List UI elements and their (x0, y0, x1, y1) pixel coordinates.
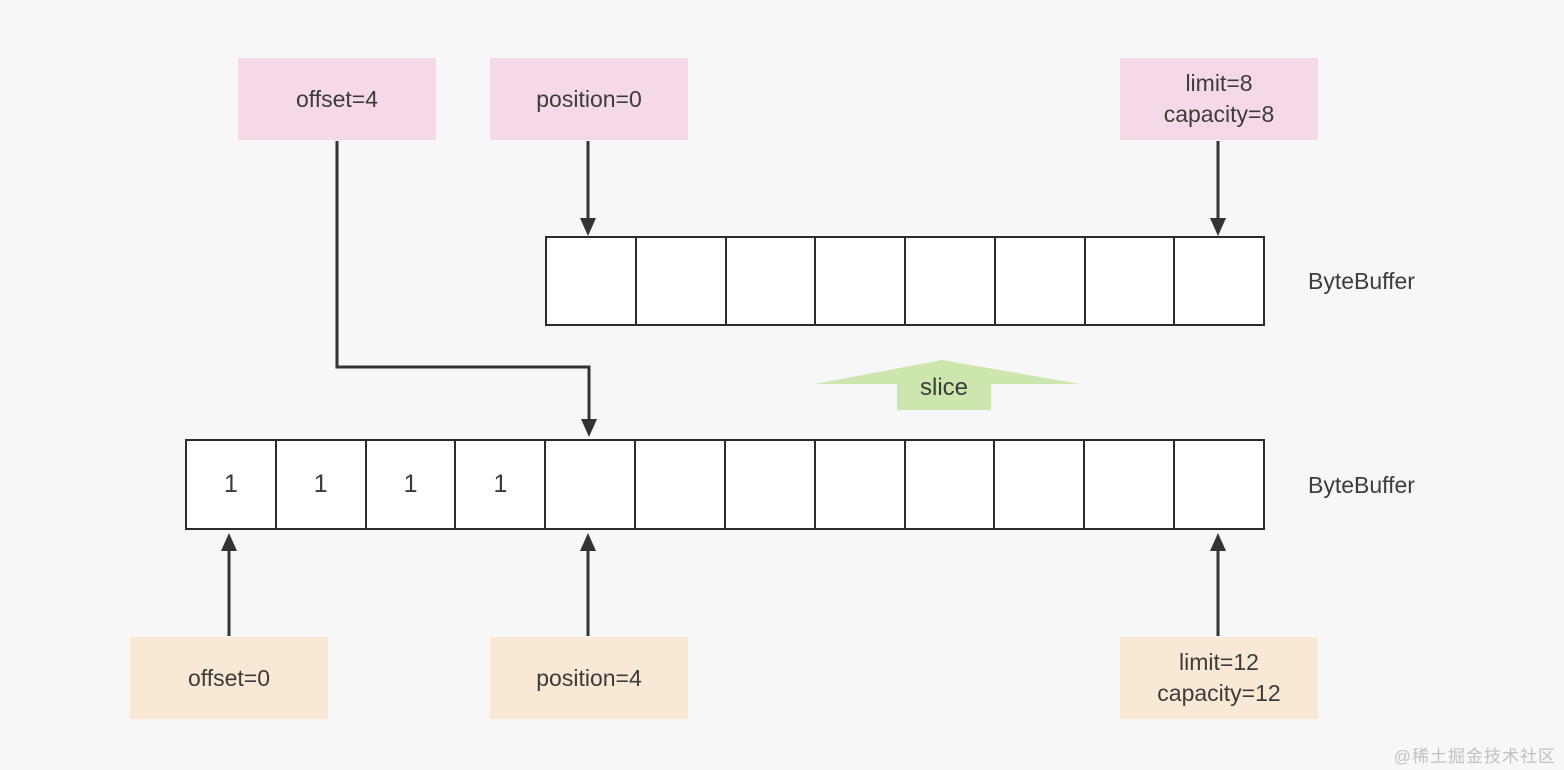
annotation-text: capacity=12 (1157, 680, 1281, 706)
buffer-cell (1175, 439, 1265, 530)
buffer-cell (995, 439, 1086, 530)
annotation-offset4: offset=4 (238, 58, 436, 140)
buffer-cell (1085, 439, 1176, 530)
buffer-cell (815, 439, 906, 530)
annotation-offset0: offset=0 (130, 637, 328, 719)
annotation-text: capacity=8 (1163, 101, 1275, 127)
sliced-bytebuffer (545, 236, 1265, 326)
watermark: @稀土掘金技术社区 (1393, 747, 1556, 766)
buffer-cell: 1 (456, 439, 547, 530)
annotation-position0: position=0 (490, 58, 688, 140)
original-bytebuffer-label: ByteBuffer (1308, 472, 1415, 498)
buffer-cell (725, 439, 816, 530)
buffer-cell (636, 236, 727, 326)
buffer-cell (726, 236, 817, 326)
annotation-text: position=0 (536, 85, 642, 112)
offset0-arrow (221, 533, 237, 636)
original-bytebuffer: 1 1 1 1 (185, 439, 1265, 530)
buffer-cell (636, 439, 726, 530)
annotation-text: limit=12 (1179, 649, 1259, 675)
buffer-cell (906, 236, 996, 326)
buffer-cell: 1 (185, 439, 277, 530)
buffer-cell (1085, 236, 1176, 326)
annotation-limit12-capacity12: limit=12 capacity=12 (1120, 637, 1318, 719)
annotation-text: offset=0 (187, 664, 271, 691)
buffer-cell: 1 (276, 439, 367, 530)
buffer-cell (545, 236, 637, 326)
limit12-arrow (1210, 533, 1226, 636)
annotation-text: offset=4 (295, 85, 379, 112)
position4-arrow (580, 533, 596, 636)
annotation-position4: position=4 (490, 637, 688, 719)
buffer-cell (816, 236, 906, 326)
annotation-text: limit=8 (1185, 70, 1253, 96)
buffer-cell: 1 (366, 439, 457, 530)
slice-label: slice (919, 374, 968, 401)
buffer-cell (905, 439, 996, 530)
buffer-cell (1175, 236, 1265, 326)
annotation-limit8-capacity8: limit=8 capacity=8 (1120, 58, 1318, 140)
buffer-cell (546, 439, 637, 530)
annotation-text: position=4 (536, 664, 642, 691)
sliced-bytebuffer-label: ByteBuffer (1308, 268, 1415, 294)
buffer-cell (995, 236, 1086, 326)
position0-arrow (580, 141, 596, 236)
limit8-arrow (1210, 141, 1226, 236)
